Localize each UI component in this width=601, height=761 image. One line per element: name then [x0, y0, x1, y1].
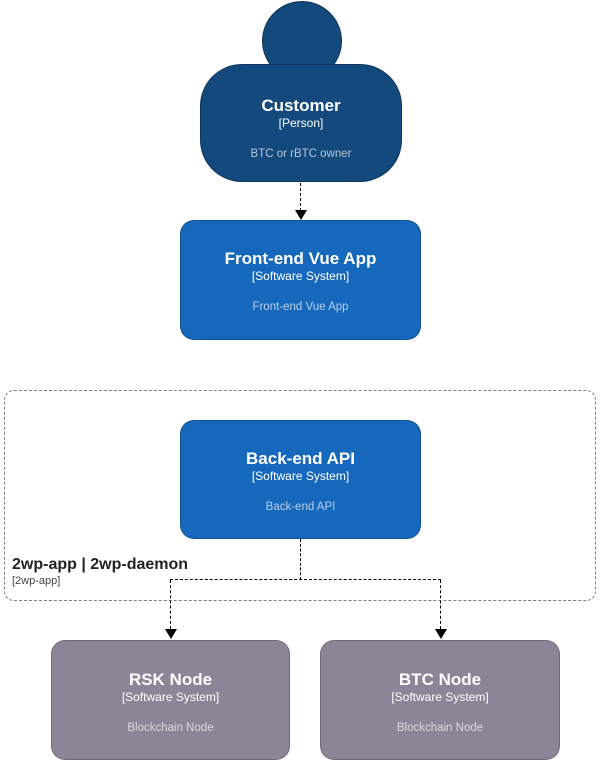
node-frontend-vue-app: Front-end Vue App [Software System] Fron…	[180, 220, 421, 340]
btc-name: BTC Node	[398, 670, 482, 689]
customer-description: BTC or rBTC owner	[250, 148, 352, 160]
arrowhead-down-icon	[165, 629, 177, 639]
backend-name: Back-end API	[246, 449, 355, 468]
btc-type: [Software System]	[391, 690, 489, 704]
node-btc-node: BTC Node [Software System] Blockchain No…	[320, 640, 560, 760]
boundary-label: 2wp-app | 2wp-daemon [2wp-app]	[12, 555, 188, 588]
connector-backend-stem	[300, 539, 301, 580]
arrowhead-down-icon	[435, 629, 447, 639]
node-backend-api: Back-end API [Software System] Back-end …	[180, 420, 421, 539]
frontend-description: Front-end Vue App	[252, 301, 349, 313]
boundary-2wp-app: 2wp-app | 2wp-daemon [2wp-app]	[4, 390, 596, 601]
boundary-subtitle: [2wp-app]	[12, 575, 61, 587]
rsk-type: [Software System]	[121, 690, 220, 704]
btc-description: Blockchain Node	[396, 722, 484, 734]
rsk-description: Blockchain Node	[127, 722, 214, 734]
backend-type: [Software System]	[251, 469, 350, 483]
node-customer: Customer [Person] BTC or rBTC owner	[200, 64, 402, 182]
frontend-name: Front-end Vue App	[224, 249, 377, 268]
node-rsk-node: RSK Node [Software System] Blockchain No…	[51, 640, 290, 760]
connector-backend-btc	[440, 580, 441, 629]
customer-type: [Person]	[278, 116, 324, 130]
rsk-name: RSK Node	[128, 670, 213, 689]
customer-name: Customer	[261, 96, 341, 115]
boundary-title: 2wp-app | 2wp-daemon	[12, 556, 189, 573]
frontend-type: [Software System]	[251, 269, 350, 283]
backend-description: Back-end API	[265, 501, 336, 513]
connector-backend-rsk	[170, 580, 171, 629]
arrowhead-down-icon	[295, 210, 307, 220]
connector-customer-frontend	[300, 183, 301, 211]
connector-split	[170, 579, 441, 580]
